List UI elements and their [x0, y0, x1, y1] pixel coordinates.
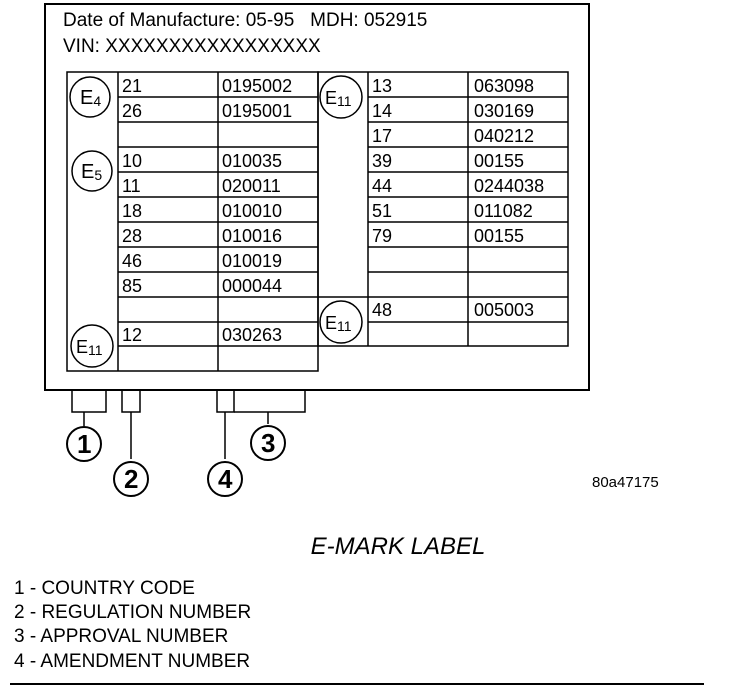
country-code-e5: E5 [71, 150, 113, 192]
right-table [317, 71, 569, 347]
approval-number: 0195001 [222, 101, 292, 121]
callout-number: 2 [124, 464, 138, 494]
approval-number: 0195002 [222, 76, 292, 96]
figure-caption: E-MARK LABEL [310, 533, 486, 560]
country-code-circle [71, 150, 113, 192]
country-code-circle [319, 300, 363, 344]
regulation-number: 28 [122, 226, 142, 246]
approval-number: 000044 [222, 276, 282, 296]
regulation-number: 48 [372, 300, 392, 320]
regulation-number: 14 [372, 101, 392, 121]
approval-number: 011082 [474, 201, 533, 221]
vin-line: VIN: XXXXXXXXXXXXXXXXX [63, 36, 321, 57]
callout-number: 3 [261, 428, 275, 458]
regulation-number: 17 [372, 126, 392, 146]
legend-item-approval-number: 3 - APPROVAL NUMBER [14, 626, 229, 647]
country-code-e11-right-bottom: E11 [319, 300, 363, 344]
callout-3: 3 [250, 425, 286, 461]
country-code-text: E4 [80, 87, 101, 109]
approval-number: 010016 [222, 226, 282, 246]
figure-code: 80a47175 [592, 474, 659, 491]
approval-number: 005003 [474, 300, 534, 320]
country-code-e11-left: E11 [70, 324, 114, 368]
right-table-cells: 13 063098 14 030169 17 040212 39 00155 4… [372, 76, 544, 320]
country-code-digits: 11 [88, 342, 103, 358]
approval-number: 030263 [222, 325, 282, 345]
regulation-number: 51 [372, 201, 392, 221]
callout-circle [250, 425, 286, 461]
country-code-digits: 4 [93, 93, 101, 109]
left-table [66, 71, 319, 372]
regulation-number: 10 [122, 151, 142, 171]
regulation-number: 39 [372, 151, 392, 171]
country-code-text: E11 [325, 88, 352, 109]
callout-1: 1 [66, 426, 102, 462]
callout-circle [113, 461, 149, 497]
callout-circle [66, 426, 102, 462]
country-code-text: E5 [81, 161, 102, 183]
callout-4: 4 [207, 461, 243, 497]
callout-brackets [71, 390, 306, 459]
legend-item-amendment-number: 4 - AMENDMENT NUMBER [14, 651, 251, 672]
legend-item-regulation-number: 2 - REGULATION NUMBER [14, 602, 252, 623]
regulation-number: 13 [372, 76, 392, 96]
country-code-digits: 11 [337, 318, 352, 334]
regulation-number: 12 [122, 325, 142, 345]
approval-number: 00155 [474, 226, 524, 246]
regulation-number: 85 [122, 276, 142, 296]
regulation-number: 44 [372, 176, 392, 196]
callout-circle [207, 461, 243, 497]
label-frame [44, 3, 590, 391]
left-table-cells: 21 0195002 26 0195001 10 010035 11 02001… [122, 76, 292, 345]
country-code-text: E11 [325, 313, 352, 334]
approval-number: 0244038 [474, 176, 544, 196]
approval-number: 020011 [222, 176, 281, 196]
country-code-e11-right-top: E11 [319, 75, 363, 119]
country-code-digits: 11 [337, 93, 352, 109]
date-of-manufacture-line: Date of Manufacture: 05-95 MDH: 052915 [63, 10, 428, 31]
approval-number: 030169 [474, 101, 534, 121]
legend-item-country-code: 1 - COUNTRY CODE [14, 578, 195, 599]
approval-number: 010010 [222, 201, 282, 221]
callout-number: 1 [77, 429, 91, 459]
approval-number: 010035 [222, 151, 282, 171]
approval-number: 063098 [474, 76, 534, 96]
country-code-circle [319, 75, 363, 119]
country-code-digits: 5 [94, 167, 102, 183]
approval-number: 010019 [222, 251, 282, 271]
emark-label-diagram: E4 E5 E11 E11 E11 21 0195002 26 0195001 … [44, 3, 590, 497]
country-code-circle [70, 324, 114, 368]
regulation-number: 79 [372, 226, 392, 246]
approval-number: 00155 [474, 151, 524, 171]
regulation-number: 11 [122, 176, 141, 196]
regulation-number: 18 [122, 201, 142, 221]
country-code-circle [69, 76, 111, 118]
callout-2: 2 [113, 461, 149, 497]
bottom-rule [10, 683, 704, 685]
country-code-text: E11 [76, 337, 103, 358]
callout-number: 4 [218, 464, 233, 494]
country-code-e4: E4 [69, 76, 111, 118]
regulation-number: 26 [122, 101, 142, 121]
regulation-number: 46 [122, 251, 142, 271]
approval-number: 040212 [474, 126, 534, 146]
regulation-number: 21 [122, 76, 142, 96]
